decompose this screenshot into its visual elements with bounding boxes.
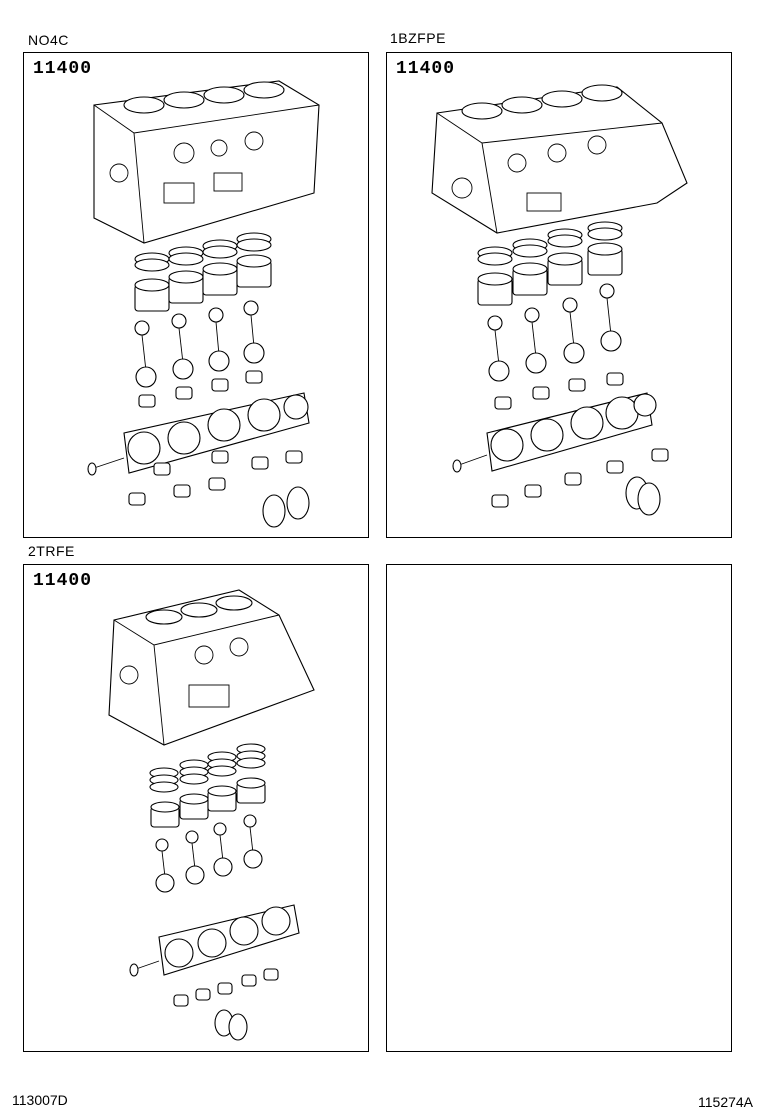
part-number[interactable]: 11400 (396, 59, 456, 79)
footer-right-code: 115274A (698, 1094, 754, 1110)
footer-left-code: 113007D (12, 1092, 68, 1108)
piston-rings (477, 221, 623, 266)
panel-empty (386, 564, 732, 1052)
crankshaft (129, 904, 300, 977)
panel-no4c: 11400 (23, 52, 369, 538)
engine-label-1bzfpe: 1BZFPE (390, 30, 446, 46)
piston-rings (149, 743, 266, 793)
part-number[interactable]: 11400 (33, 59, 93, 79)
panel-1bzfpe: 11400 (386, 52, 732, 538)
engine-block-illustration (87, 80, 320, 528)
crankshaft (452, 392, 657, 473)
bearings-lower (173, 968, 279, 1041)
engine-label-no4c: NO4C (28, 32, 69, 48)
pistons (134, 254, 272, 312)
bearings-lower (128, 450, 310, 528)
bearings-lower (491, 448, 669, 516)
engine-block-illustration (431, 84, 688, 516)
connecting-rods (134, 300, 265, 388)
pistons (150, 777, 266, 828)
bearings-upper (138, 370, 263, 408)
crankshaft (87, 392, 310, 476)
panel-2trfe: 11400 (23, 564, 369, 1052)
engine-label-2trfe: 2TRFE (28, 543, 75, 559)
part-number[interactable]: 11400 (33, 571, 93, 591)
bearings-upper (494, 372, 624, 410)
connecting-rods (487, 283, 622, 382)
engine-block-illustration (108, 589, 315, 1041)
piston-rings (134, 232, 272, 272)
connecting-rods (155, 814, 263, 893)
pistons (477, 242, 623, 306)
